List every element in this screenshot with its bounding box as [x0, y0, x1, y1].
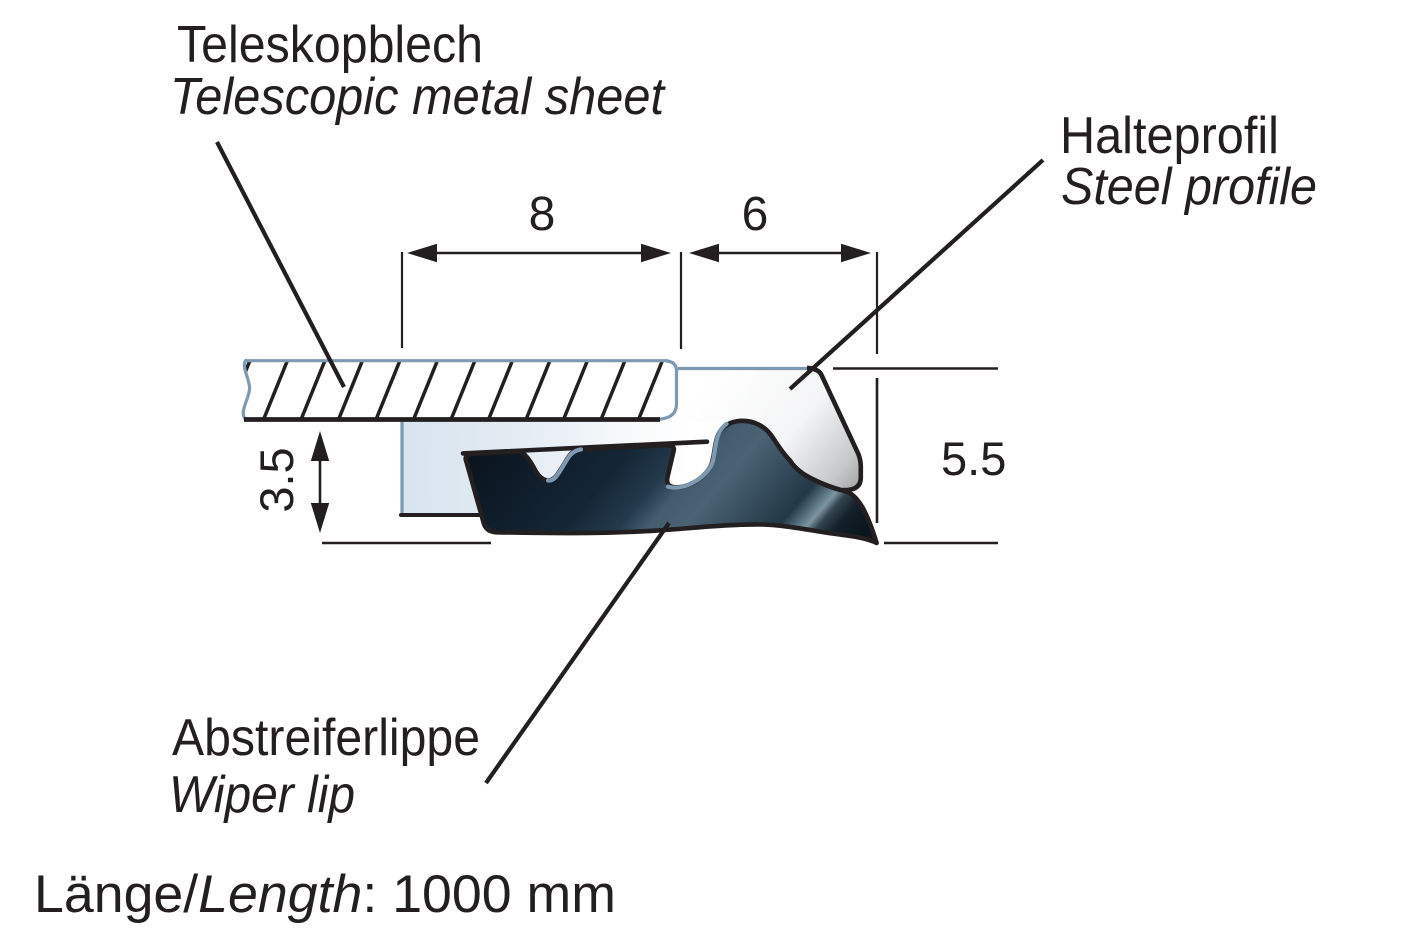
svg-text:Halteprofil: Halteprofil	[1060, 107, 1279, 165]
svg-text:8: 8	[529, 188, 556, 241]
svg-text:Wiper lip: Wiper lip	[169, 766, 355, 824]
svg-text:6: 6	[742, 188, 769, 241]
svg-text:5.5: 5.5	[941, 432, 1006, 485]
svg-text:Steel profile: Steel profile	[1061, 158, 1317, 216]
svg-text:Telescopic metal sheet: Telescopic metal sheet	[170, 68, 666, 126]
svg-text:Länge/Length: 1000 mm: Länge/Length: 1000 mm	[34, 865, 616, 924]
svg-text:3.5: 3.5	[250, 447, 303, 512]
svg-text:Teleskopblech: Teleskopblech	[177, 16, 483, 74]
svg-text:Abstreiferlippe: Abstreiferlippe	[172, 709, 480, 767]
